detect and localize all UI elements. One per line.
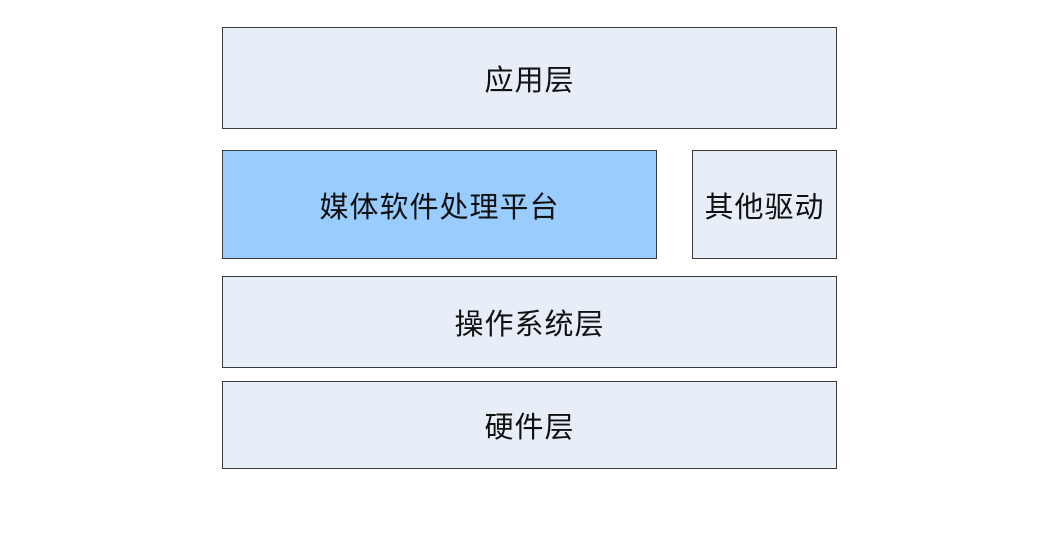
- application-layer-label: 应用层: [484, 63, 575, 97]
- hardware-layer-box: 硬件层: [222, 381, 837, 469]
- application-layer-box: 应用层: [222, 27, 837, 129]
- other-drivers-box: 其他驱动: [692, 150, 837, 259]
- operating-system-layer-box: 操作系统层: [222, 276, 837, 368]
- media-platform-label: 媒体软件处理平台: [319, 189, 560, 224]
- operating-system-layer-label: 操作系统层: [454, 307, 605, 341]
- media-platform-box: 媒体软件处理平台: [222, 150, 657, 259]
- other-drivers-label: 其他驱动: [704, 189, 825, 224]
- hardware-layer-label: 硬件层: [484, 410, 575, 444]
